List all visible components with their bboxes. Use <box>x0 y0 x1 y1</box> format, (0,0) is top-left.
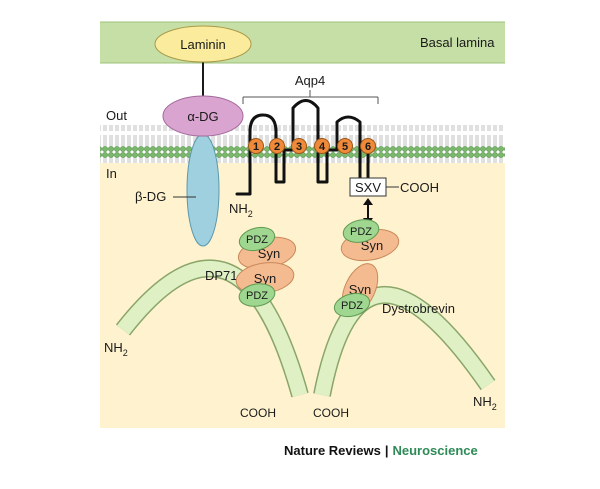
laminin <box>154 25 252 63</box>
dp71-rod <box>115 259 309 398</box>
helix-1: 1 <box>248 138 264 154</box>
pdz-upper-left-label: PDZ <box>246 234 268 246</box>
helix-3: 3 <box>291 138 307 154</box>
helix-5: 5 <box>337 138 353 154</box>
aqp4-nh2-label: NH2 <box>229 201 253 219</box>
svg-text:5: 5 <box>342 141 348 153</box>
aqp4-bracket <box>242 90 379 104</box>
syn-upper-right-label: Syn <box>361 238 383 253</box>
laminin-label: Laminin <box>180 37 226 52</box>
alpha-dg <box>162 95 244 137</box>
pdz-upper-right <box>342 219 380 243</box>
pdz-lower-left <box>238 283 276 307</box>
pdz-upper-left <box>238 226 276 252</box>
pdz-upper-right-label: PDZ <box>350 226 372 238</box>
in-label: In <box>106 166 117 181</box>
journal-name: Nature Reviews <box>284 443 381 458</box>
basal-lamina-label: Basal lamina <box>420 35 495 50</box>
beta-dg <box>186 133 220 247</box>
svg-text:2: 2 <box>274 141 280 153</box>
sxv-label: SXV <box>355 180 381 195</box>
pdz-lower-left-label: PDZ <box>246 290 268 302</box>
dp71-label: DP71 <box>205 268 238 283</box>
syn-upper-left-label: Syn <box>258 246 280 261</box>
aqp4-cooh-label: COOH <box>400 180 439 195</box>
dystrobrevin-cooh-label: COOH <box>313 406 349 420</box>
out-label: Out <box>106 108 127 123</box>
pdz-lower-right-label: PDZ <box>341 300 363 312</box>
beta-dg-label: β-DG <box>135 189 166 204</box>
dp71-nh2-label: NH2 <box>104 340 128 358</box>
journal-footer: Nature Reviews|Neuroscience <box>284 443 478 458</box>
svg-text:1: 1 <box>253 141 259 153</box>
helix-4: 4 <box>314 138 330 154</box>
svg-text:6: 6 <box>365 141 371 153</box>
helix-6: 6 <box>360 138 376 154</box>
dystrobrevin-label: Dystrobrevin <box>382 301 455 316</box>
journal-field: Neuroscience <box>392 443 478 458</box>
helix-markers: 1 2 3 4 5 6 <box>248 138 376 154</box>
svg-text:4: 4 <box>319 141 326 153</box>
svg-text:3: 3 <box>296 141 302 153</box>
pdz-lower-right <box>333 292 371 318</box>
helix-2: 2 <box>269 138 285 154</box>
dystrobrevin-rod <box>313 286 496 397</box>
alpha-dg-label: α-DG <box>187 109 218 124</box>
aqp4-chain <box>235 99 370 196</box>
aqp4-label: Aqp4 <box>295 73 325 88</box>
dp71-cooh-label: COOH <box>240 406 276 420</box>
syn-lower-left-label: Syn <box>254 271 276 286</box>
dystrobrevin-nh2-label: NH2 <box>473 394 497 412</box>
journal-separator: | <box>384 443 389 458</box>
